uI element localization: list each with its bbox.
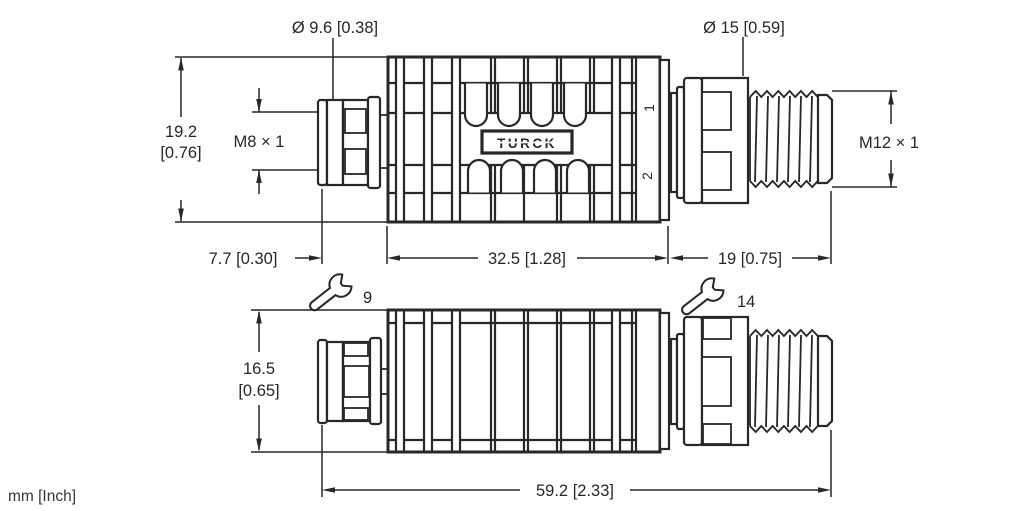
body-top-view: TURCK 1 2 — [386, 55, 671, 224]
body-groove-lines — [489, 58, 596, 221]
m12-connector-side — [669, 76, 834, 205]
dim-height-16-5: 16.5 [0.65] — [238, 310, 280, 452]
m12-tip — [816, 93, 834, 185]
m12-nut-face — [682, 76, 704, 205]
chain-extension-lines — [321, 189, 832, 264]
m8-tip-rim — [316, 98, 329, 187]
seg-left-label: 7.7 [0.30] — [209, 250, 278, 268]
bv-height-mm-label: 16.5 — [243, 360, 275, 378]
dim-height-19-2: 19.2 [0.76] — [160, 56, 388, 223]
bv-m12-connector-side — [669, 315, 834, 447]
lower-slots — [466, 158, 591, 193]
total-length-label: 59.2 [2.33] — [536, 482, 614, 500]
bv-m8-connector-side — [316, 336, 388, 426]
wrench-size-right: 14 — [681, 277, 755, 316]
wrench-size-left-label: 9 — [363, 289, 372, 307]
dim-thread-m12: M12 × 1 — [832, 90, 919, 188]
dia-right-label: Ø 15 [0.59] — [703, 19, 785, 37]
thread-right-label: M12 × 1 — [859, 134, 919, 152]
height-mm-label: 19.2 — [165, 123, 197, 141]
seg-right-label: 19 [0.75] — [718, 250, 782, 268]
wrench-size-right-label: 14 — [737, 293, 755, 311]
turck-logo-text: TURCK — [497, 136, 557, 151]
dim-thread-m8: M8 × 1 — [234, 88, 318, 194]
mold-mark-1: 1 — [641, 104, 657, 112]
m8-flange — [366, 95, 382, 190]
dim-dia-m8-nut: Ø 9.6 [0.38] — [292, 19, 378, 99]
turck-logo: TURCK — [480, 129, 574, 155]
body-bottom-view — [386, 308, 671, 454]
bottom-view: 9 14 16.5 [0.65] 59.2 [2.33] — [238, 273, 834, 500]
body-ribs — [394, 57, 638, 222]
bv-height-inch-label: [0.65] — [238, 382, 279, 400]
bv-m12-thread — [749, 328, 819, 434]
bv-height-extension-lines — [251, 309, 390, 453]
units-note: mm [Inch] — [8, 488, 76, 505]
m8-connector-side — [316, 95, 388, 190]
thread-left-label: M8 × 1 — [234, 133, 285, 151]
body-end-cap — [658, 58, 671, 222]
wrench-icon — [309, 273, 353, 312]
dia-left-label: Ø 9.6 [0.38] — [292, 19, 378, 37]
wrench-icon — [681, 277, 725, 316]
m12-thread — [749, 89, 819, 189]
top-view: TURCK 1 2 Ø 9. — [160, 19, 919, 268]
wrench-size-left: 9 — [309, 273, 372, 312]
upper-slots — [463, 83, 588, 128]
dim-dia-m12-nut: Ø 15 [0.59] — [703, 19, 785, 76]
dim-chain: 7.7 [0.30] 32.5 [1.28] 19 [0.75] — [209, 189, 832, 268]
m12-coupling-nut — [700, 76, 750, 205]
mold-mark-2: 2 — [639, 172, 655, 180]
seg-mid-label: 32.5 [1.28] — [488, 250, 566, 268]
dim-total-length: 59.2 [2.33] — [321, 425, 832, 500]
height-inch-label: [0.76] — [160, 144, 201, 162]
